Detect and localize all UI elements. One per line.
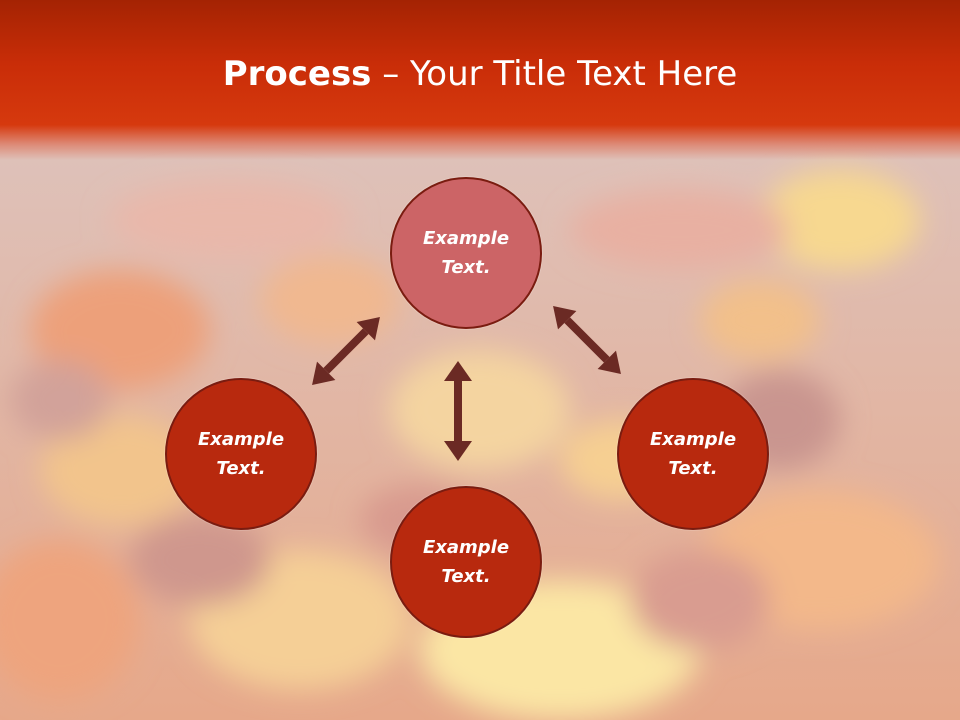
title-bold: Process (222, 54, 372, 94)
title-band (0, 0, 960, 160)
node-left[interactable]: Example Text. (165, 378, 317, 530)
node-left-label: Example Text. (197, 429, 285, 479)
node-bottom[interactable]: Example Text. (390, 486, 542, 638)
node-bottom-label: Example Text. (422, 537, 510, 587)
title-rest: – Your Title Text Here (371, 54, 738, 94)
arrow-vertical (444, 361, 472, 461)
arrow-top-left-diagonal (312, 317, 380, 385)
node-right[interactable]: Example Text. (617, 378, 769, 530)
node-top[interactable]: Example Text. (390, 177, 542, 329)
slide-title: Process – Your Title Text Here (0, 52, 960, 96)
node-right-label: Example Text. (649, 429, 737, 479)
node-top-label: Example Text. (422, 228, 510, 278)
arrow-top-right-diagonal (553, 306, 621, 374)
